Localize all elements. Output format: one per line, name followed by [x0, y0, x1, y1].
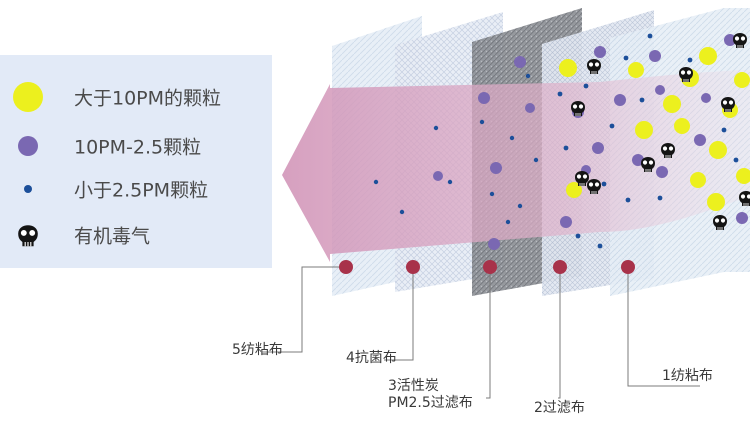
layer-3-label-line1: 3活性炭: [388, 378, 439, 394]
layer-leaders: [262, 266, 700, 399]
legend-label-large-particle: 大于10PM的颗粒: [74, 87, 222, 110]
layer-4-marker: [406, 260, 420, 274]
particles-filtered: [373, 56, 539, 250]
layer-1-label: 1纺粘布: [662, 368, 713, 384]
large-yellow-dot-icon: [13, 82, 43, 112]
legend-label-toxic-gas: 有机毒气: [74, 225, 151, 248]
legend-item-medium-particle: 10PM-2.5颗粒: [0, 126, 272, 166]
layer-2-marker: [553, 260, 567, 274]
small-blue-dot-icon: [24, 185, 32, 193]
layer-4-label: 4抗菌布: [346, 350, 397, 366]
layer-1-marker: [621, 260, 635, 274]
medium-purple-dot-icon: [18, 136, 38, 156]
airflow-arrow: [282, 70, 750, 262]
particles-incoming: [557, 32, 750, 249]
layer-2-label: 2过滤布: [534, 400, 585, 416]
legend-label-medium-particle: 10PM-2.5颗粒: [74, 136, 202, 159]
legend-panel: 大于10PM的颗粒 10PM-2.5颗粒 小于2.5PM颗粒 有机毒气: [0, 55, 272, 268]
layer-3-marker: [483, 260, 497, 274]
layer-3-label-line2: PM2.5过滤布: [388, 395, 473, 411]
layer-5-label: 5纺粘布: [232, 342, 283, 358]
legend-item-small-particle: 小于2.5PM颗粒: [0, 169, 272, 209]
legend-item-large-particle: 大于10PM的颗粒: [0, 77, 272, 117]
layer-marker-dots: [339, 260, 635, 274]
legend-item-toxic-gas: 有机毒气: [0, 215, 272, 255]
legend-label-small-particle: 小于2.5PM颗粒: [74, 179, 209, 202]
skull-icon: [18, 225, 38, 247]
layer-5-marker: [339, 260, 353, 274]
